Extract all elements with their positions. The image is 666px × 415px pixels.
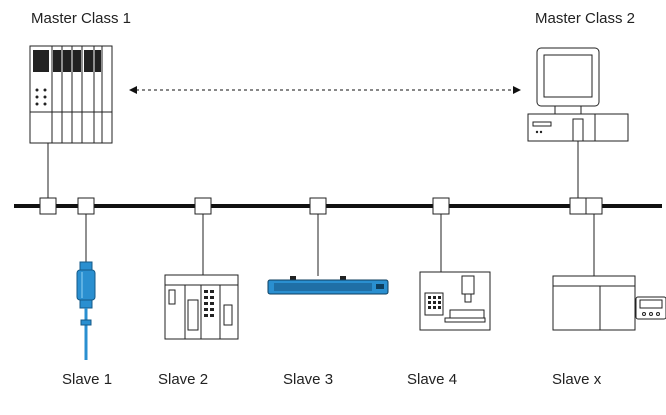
drive-unit-icon <box>268 276 388 294</box>
slave-2-label: Slave 2 <box>158 371 208 388</box>
machine-tool-icon <box>420 272 490 330</box>
slave-x-label: Slave x <box>552 371 601 388</box>
sensor-probe-icon <box>77 262 95 360</box>
io-module-icon <box>553 276 666 330</box>
plc-rack-icon <box>30 46 112 143</box>
control-cabinet-icon <box>165 275 238 339</box>
slave-3-label: Slave 3 <box>283 371 333 388</box>
slave-1-label: Slave 1 <box>62 371 112 388</box>
slave-4-label: Slave 4 <box>407 371 457 388</box>
computer-workstation-icon <box>528 48 628 141</box>
